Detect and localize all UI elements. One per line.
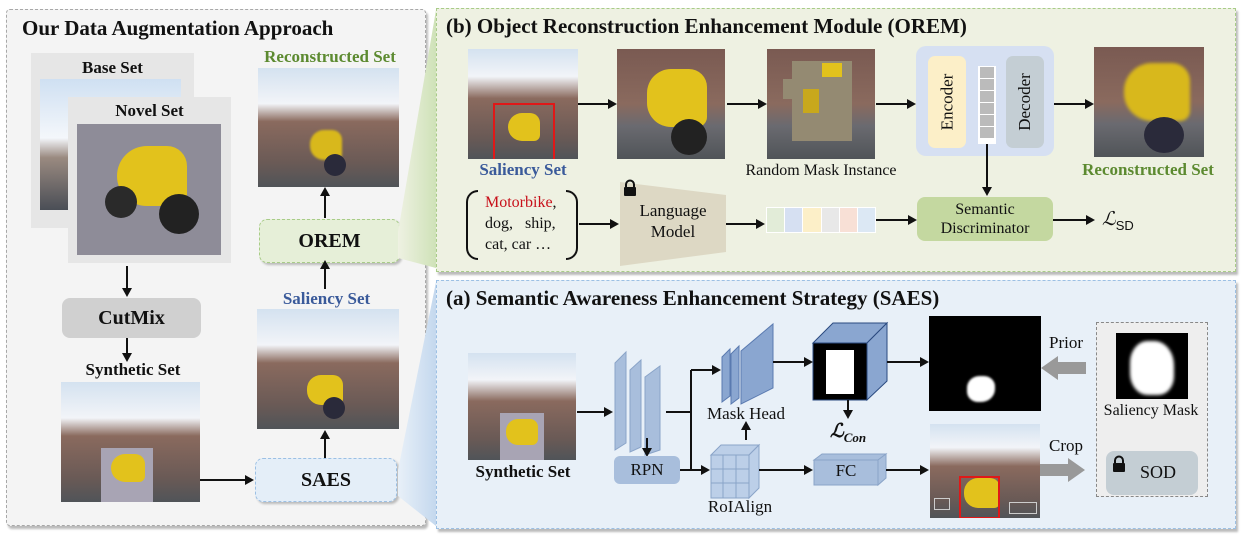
backbone-feature-maps [614,350,661,456]
prior-label: Prior [1049,333,1083,352]
con-loss-label: ℒCon [830,421,867,445]
saes-synthetic-image [468,353,576,460]
mask-head-label: Mask Head [707,404,785,423]
reconstructed-set-label: Reconstructed Set [264,47,396,66]
saliency-mask-label: Saliency Mask [1103,402,1199,419]
saes-box: SAES [255,458,397,502]
semantic-discriminator-box: Semantic Discriminator [917,197,1053,241]
left-panel-title: Our Data Augmentation Approach [22,16,334,40]
cutmix-box: CutMix [62,298,201,338]
saes-synthetic-set-label: Synthetic Set [475,462,571,481]
synthetic-set-label: Synthetic Set [85,360,181,379]
decoder-block: Decoder [1006,56,1044,148]
cropped-instance-image [617,49,725,159]
saliency-set-label: Saliency Set [282,289,371,308]
orem-panel-title: (b) Object Reconstruction Enhancement Mo… [446,14,967,38]
lock-icon [623,179,637,201]
prior-arrow [1041,356,1086,380]
novel-set-image [77,124,221,255]
roialign-label: RoIAlign [707,497,773,516]
flow-arrows [126,103,1090,481]
synthetic-set-image [61,382,200,502]
saliency-set-image [257,309,399,429]
saes-zoom-wedge [398,282,436,526]
orem-zoom-wedge [398,10,436,268]
base-set-label: Base Set [82,58,143,77]
embedding-cell [785,208,803,232]
saliency-mask-image [1116,333,1188,399]
text-embedding-vector [766,207,876,233]
reconstructed-output-image [1094,47,1204,157]
random-mask-instance-label: Random Mask Instance [745,162,897,179]
orem-reconstructed-set-label: Reconstructed Set [1082,160,1214,179]
orem-saliency-set-label: Saliency Set [479,160,567,179]
arrow-heads [122,99,1095,485]
sd-loss-label: ℒSD [1102,209,1134,233]
class-names-list: Motorbike, dog, ship, cat, car … [466,190,578,260]
predicted-mask-image [929,316,1041,411]
detected-object-box [959,476,1000,518]
novel-set-label: Novel Set [115,101,184,120]
fc-label: FC [835,461,857,480]
language-model-label: Language Model [639,201,707,241]
rpn-box: RPN [614,456,680,484]
embedding-cell [803,208,821,232]
latent-vector [978,66,996,144]
class-line-3: cat, car … [485,236,552,253]
embedding-cell [857,208,876,232]
embedding-cell [767,208,785,232]
encoder-block: Encoder [928,56,966,148]
reconstructed-set-image [258,68,399,187]
random-mask-image [767,49,875,159]
detected-car-box-1 [934,498,950,510]
class-line-2: dog, ship, [485,215,556,232]
embedding-cell [821,208,839,232]
sod-label: SOD [1139,462,1176,482]
crop-arrow [1040,458,1085,482]
embedding-cell [839,208,857,232]
sod-lock-icon [1112,455,1126,477]
roialign-cube [709,443,761,500]
detected-car-box-2 [1009,502,1037,514]
fc-block [812,453,888,487]
saes-panel-title: (a) Semantic Awareness Enhancement Strat… [446,286,940,310]
detection-image [930,424,1040,518]
mask-feature-cube [811,321,889,402]
crop-label: Crop [1049,436,1083,455]
highlighted-class: Motorbike [485,194,553,211]
orem-box: OREM [259,219,400,263]
orem-saliency-image [468,49,578,159]
mask-head-layers [721,322,774,405]
